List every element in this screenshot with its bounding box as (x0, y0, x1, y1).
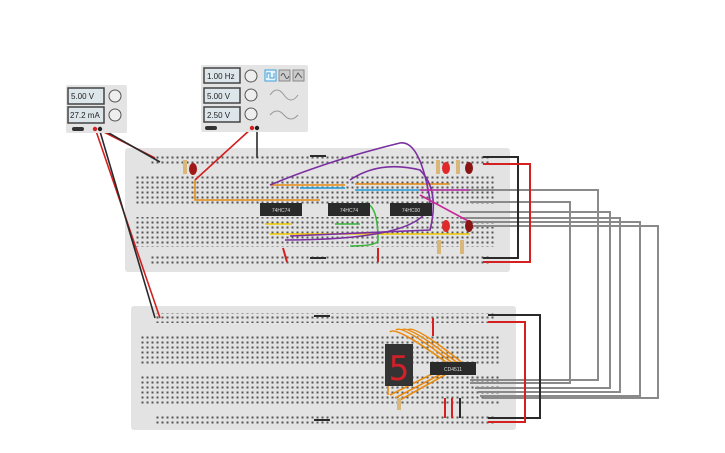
chip-label: CD4511 (444, 367, 462, 373)
chip-u3[interactable]: 74HC00 (390, 203, 432, 216)
signal-wires[interactable] (194, 142, 471, 247)
function-generator[interactable]: 1.00 Hz 5.00 V 2.50 V (201, 65, 308, 132)
chip-label: 74HC00 (402, 208, 421, 214)
seven-segment-display[interactable]: 5 (385, 344, 413, 389)
current-readout: 27.2 mA (70, 111, 100, 120)
rail-wires[interactable] (282, 155, 541, 423)
power-supply[interactable]: 5.00 V 27.2 mA (66, 85, 127, 133)
power-switch[interactable] (72, 127, 84, 131)
chip-decoder[interactable]: CD4511 (430, 362, 476, 375)
amplitude-knob[interactable] (244, 88, 258, 102)
generator-switch[interactable] (205, 126, 217, 130)
amplitude-icon (269, 89, 299, 101)
offset-knob[interactable] (244, 107, 258, 121)
frequency-readout: 1.00 Hz (207, 72, 235, 81)
chip-u1[interactable]: 74HC74 (260, 203, 302, 216)
voltage-readout: 5.00 V (71, 92, 95, 101)
resistors[interactable] (183, 160, 464, 410)
amplitude-readout: 5.00 V (207, 92, 231, 101)
display-digit: 5 (389, 349, 409, 389)
negative-terminal[interactable] (254, 125, 260, 131)
voltage-knob[interactable] (108, 89, 122, 103)
negative-terminal[interactable] (97, 126, 103, 132)
current-knob[interactable] (108, 108, 122, 122)
chip-u2[interactable]: 74HC74 (328, 203, 370, 216)
offset-readout: 2.50 V (207, 111, 231, 120)
leds[interactable] (189, 162, 473, 232)
chip-label: 74HC74 (340, 208, 359, 214)
gray-wires[interactable] (460, 189, 659, 399)
frequency-knob[interactable] (244, 69, 258, 83)
triangle-wave-button[interactable] (292, 69, 305, 82)
offset-icon (269, 110, 299, 120)
chip-label: 74HC74 (272, 208, 291, 214)
positive-terminal[interactable] (249, 125, 255, 131)
positive-terminal[interactable] (92, 126, 98, 132)
